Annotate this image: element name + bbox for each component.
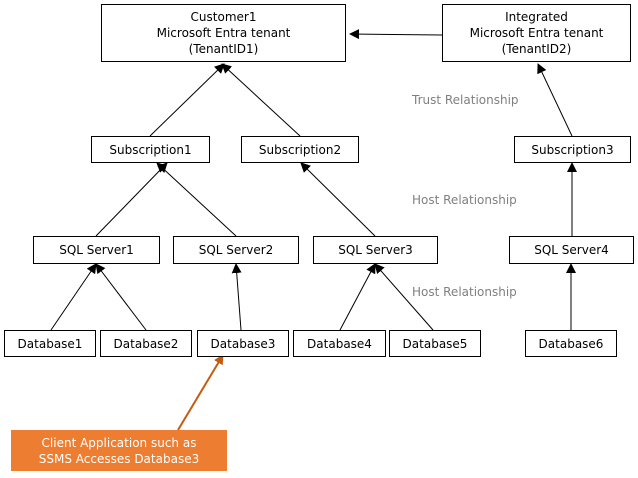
arrow-client-to-db3 — [177, 354, 224, 431]
arrow-db4-to-server3 — [339, 263, 376, 331]
database4-box: Database4 — [293, 330, 386, 357]
database6-box: Database6 — [525, 330, 617, 357]
sql-server1-box: SQL Server1 — [33, 236, 160, 264]
tenant-customer1-id: (TenantID1) — [188, 42, 259, 56]
database5-box: Database5 — [389, 330, 481, 357]
arrow-db1-to-server1 — [50, 263, 97, 331]
host-relationship-label-bottom: Host Relationship — [412, 285, 517, 299]
tenant-customer1-name: Customer1 — [190, 10, 257, 24]
database3-box: Database3 — [197, 330, 289, 357]
tenant-integrated-id: (TenantID2) — [501, 42, 572, 56]
database1-box: Database1 — [4, 330, 96, 357]
subscription3-box: Subscription3 — [514, 136, 631, 163]
arrow-db2-to-server1 — [95, 263, 147, 331]
callout-line-2: SSMS Accesses Database3 — [38, 451, 200, 466]
sql-server2-box: SQL Server2 — [173, 236, 299, 264]
arrow-tenant2-to-tenant1 — [349, 29, 443, 40]
tenant-integrated-box: Integrated Microsoft Entra tenant (Tenan… — [442, 4, 631, 62]
tenant-customer1-box: Customer1 Microsoft Entra tenant (Tenant… — [101, 4, 346, 62]
arrow-sub2-to-tenant1 — [221, 63, 301, 137]
database2-box: Database2 — [100, 330, 192, 357]
trust-relationship-label: Trust Relationship — [412, 93, 519, 107]
subscription2-box: Subscription2 — [241, 136, 359, 163]
sql-server4-box: SQL Server4 — [509, 236, 634, 264]
tenant-customer1-type: Microsoft Entra tenant — [156, 26, 291, 40]
arrow-sub1-to-tenant1 — [149, 63, 225, 137]
arrow-server2-to-sub1 — [156, 162, 237, 237]
arrow-server1-to-sub1 — [95, 162, 168, 237]
sql-server3-box: SQL Server3 — [313, 236, 438, 264]
tenant-integrated-type: Microsoft Entra tenant — [469, 26, 604, 40]
arrow-db3-to-server2 — [231, 263, 242, 331]
subscription1-box: Subscription1 — [91, 136, 210, 163]
tenant-integrated-name: Integrated — [505, 10, 568, 24]
arrow-server3-to-sub2 — [300, 162, 376, 237]
client-application-callout: Client Application such as SSMS Accesses… — [11, 430, 227, 471]
arrow-db5-to-server3 — [374, 263, 434, 331]
callout-line-1: Client Application such as — [41, 435, 197, 450]
host-relationship-label-top: Host Relationship — [412, 193, 517, 207]
arrow-sub3-to-tenant2 — [537, 63, 573, 137]
